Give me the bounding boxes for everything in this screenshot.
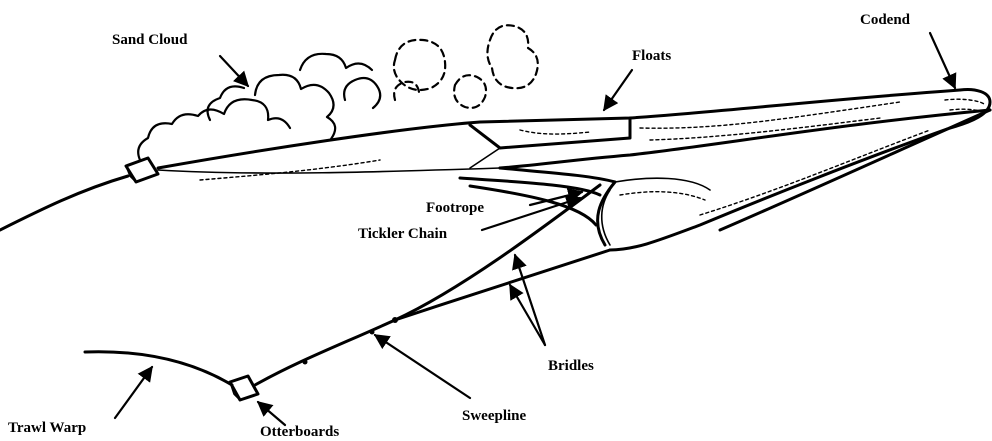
sand-cloud-label: Sand Cloud bbox=[112, 32, 188, 48]
trawl-warp-label: Trawl Warp bbox=[8, 420, 86, 436]
left-otterboard-shape bbox=[126, 158, 158, 182]
tickler-chain-label: Tickler Chain bbox=[358, 226, 448, 242]
sweepline-label: Sweepline bbox=[462, 408, 527, 424]
left-sweepline-line bbox=[158, 168, 500, 173]
lower-otterboard-shape bbox=[230, 376, 258, 400]
codend-label: Codend bbox=[860, 12, 911, 28]
lower-bridle-line bbox=[395, 250, 610, 320]
floats-label: Floats bbox=[632, 48, 671, 64]
footrope-label: Footrope bbox=[426, 200, 484, 216]
bridles-label: Bridles bbox=[548, 358, 594, 374]
left-trawl-warp-line bbox=[0, 176, 128, 230]
tickler-chain-line bbox=[470, 186, 596, 225]
otterboards-label: Otterboards bbox=[260, 424, 339, 440]
lower-trawl-warp-line bbox=[85, 352, 232, 385]
lower-sweepline-line bbox=[255, 320, 395, 385]
label-pointer-arrows bbox=[115, 33, 955, 425]
trawl-net-shape bbox=[158, 90, 990, 251]
